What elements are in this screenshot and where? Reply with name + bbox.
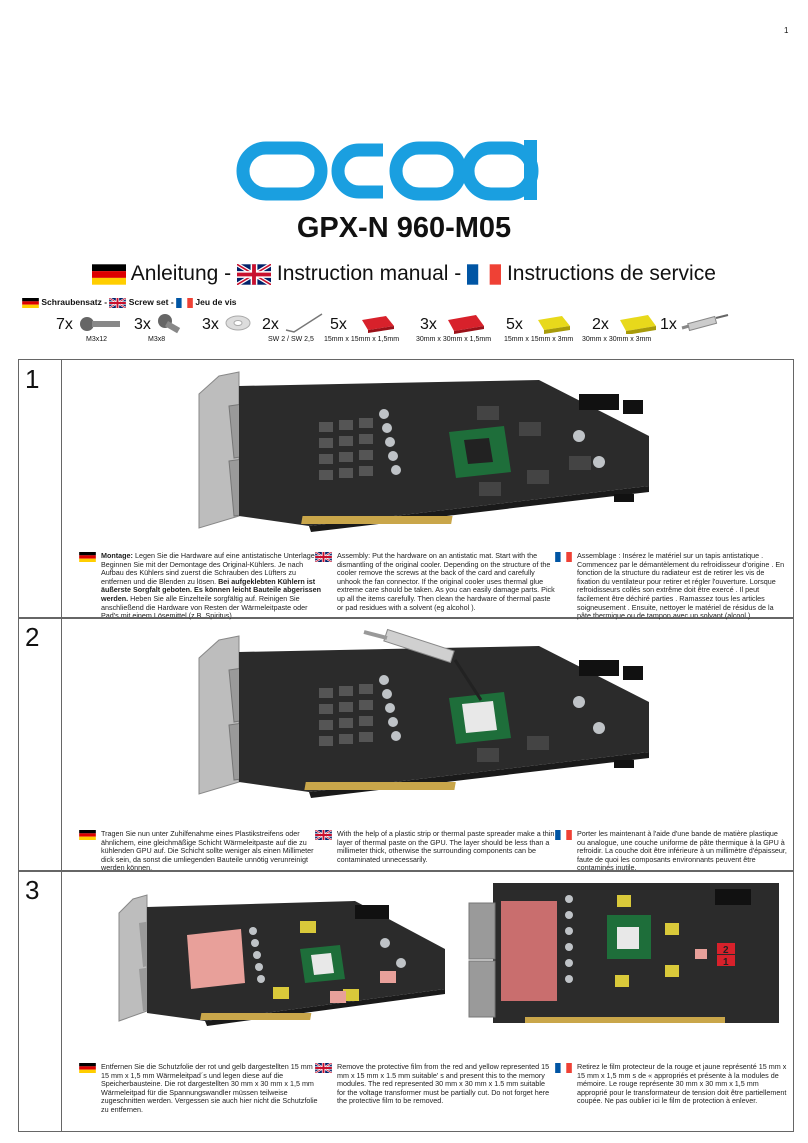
uk-flag-icon — [237, 264, 271, 285]
part-qty: 3x — [202, 316, 219, 333]
screw-short-icon — [158, 314, 181, 334]
part-item: 5x 15mm x 15mm x 3mm — [504, 308, 586, 348]
text-fr: Porter les maintenant à l'aide d'une ban… — [577, 829, 787, 873]
gpu-card-pads-illustration — [118, 894, 445, 1026]
uk-flag-icon — [109, 298, 126, 308]
red-pad-icon — [448, 315, 484, 334]
part-caption: 30mm x 30mm x 3mm — [582, 336, 652, 343]
part-qty: 2x — [592, 316, 609, 333]
step-number: 2 — [25, 622, 40, 652]
uk-flag-icon — [315, 830, 332, 840]
part-item: 3x 30mm x 30mm x 1,5mm — [416, 308, 510, 348]
screw-set-en: Screw set - — [128, 297, 174, 307]
french-flag-icon — [555, 552, 572, 562]
part-item: 2x SW 2 / SW 2,5 — [262, 308, 332, 348]
instructions-fr: Porter les maintenant à l'aide d'une ban… — [577, 829, 787, 873]
step-number-box: 2 — [19, 618, 62, 871]
step-number-box: 3 — [19, 871, 62, 1131]
text-de-rest: Heben Sie alle Einzelteile sorgfältig au… — [101, 593, 308, 621]
gpu-card-paste-illustration — [198, 628, 649, 798]
uk-flag-icon — [315, 552, 332, 562]
screw-long-icon — [80, 317, 120, 331]
part-item: 7x M3x12 — [56, 308, 126, 348]
gpu-card-illustration — [198, 371, 649, 532]
part-item: 2x 30mm x 30mm x 3mm — [582, 308, 672, 348]
instructions-fr: Assemblage : Insérez le matériel sur un … — [577, 551, 787, 621]
text-en: Assembly: Put the hardware on an antista… — [337, 551, 555, 612]
instructions-en: Remove the protective film from the red … — [337, 1062, 555, 1106]
french-flag-icon — [555, 830, 572, 840]
text-de: Tragen Sie nun unter Zuhilfenahme eines … — [101, 829, 314, 873]
instructions-de: Entfernen Sie die Schutzfolie der rot un… — [101, 1062, 323, 1115]
screw-set-heading: Schraubensatz - Screw set - Jeu de vis — [22, 297, 237, 308]
yellow-pad-icon — [620, 315, 656, 334]
german-flag-icon — [79, 1063, 96, 1073]
title-fr: Instructions de service — [506, 262, 716, 285]
hex-key-icon — [285, 313, 323, 333]
part-qty: 2x — [262, 316, 279, 333]
instructions-en: Assembly: Put the hardware on an antista… — [337, 551, 555, 612]
part-caption: 30mm x 30mm x 1,5mm — [416, 336, 492, 343]
uk-flag-icon — [315, 1063, 332, 1073]
step-number: 3 — [25, 875, 40, 905]
part-qty: 1x — [660, 316, 677, 333]
part-item: 5x 15mm x 15mm x 1,5mm — [324, 308, 410, 348]
part-qty: 5x — [330, 316, 347, 333]
washer-icon — [225, 315, 251, 331]
part-qty: 3x — [134, 316, 151, 333]
screw-set-fr: Jeu de vis — [195, 297, 237, 307]
instructions-de: Montage: Legen Sie die Hardware auf eine… — [101, 551, 323, 621]
page-number: 1 — [784, 26, 789, 35]
part-caption: 15mm x 15mm x 3mm — [504, 336, 574, 343]
text-de-bold: Montage: — [101, 551, 133, 560]
text-fr: Assemblage : Insérez le matériel sur un … — [577, 551, 785, 621]
title-en: Instruction manual - — [276, 262, 462, 285]
german-flag-icon — [79, 552, 96, 562]
german-flag-icon — [92, 264, 126, 285]
part-item: 3x — [202, 308, 262, 348]
brand-text: acool — [236, 136, 239, 137]
part-item: 1x — [660, 308, 750, 348]
text-de: Entfernen Sie die Schutzfolie der rot un… — [101, 1062, 319, 1114]
french-flag-icon — [176, 298, 193, 308]
german-flag-icon — [22, 298, 39, 308]
acool-logo: acool — [236, 136, 539, 201]
french-flag-icon — [555, 1063, 572, 1073]
part-qty: 3x — [420, 316, 437, 333]
instructions-fr: Retirez le film protecteur de la rouge e… — [577, 1062, 787, 1106]
part-caption: SW 2 / SW 2,5 — [268, 336, 314, 343]
part-qty: 7x — [56, 316, 73, 333]
title-de: Anleitung - — [130, 262, 232, 285]
german-flag-icon — [79, 830, 96, 840]
text-de: Legen Sie die Hardware auf eine antistat… — [101, 551, 317, 586]
marker-1: 1 — [723, 957, 729, 968]
part-item: 3x M3x8 — [134, 308, 194, 348]
syringe-icon — [681, 314, 729, 332]
text-de-warning: Bei aufgeklebten Kühlern ist äußerste So… — [101, 576, 322, 603]
part-caption: 15mm x 15mm x 1,5mm — [324, 336, 400, 343]
gpu-card-top-view-illustration: 2 1 — [468, 883, 779, 1023]
step-number-box: 1 — [19, 360, 62, 618]
instructions-en: With the help of a plastic strip or ther… — [337, 829, 555, 864]
part-qty: 5x — [506, 316, 523, 333]
red-pad-icon — [362, 316, 394, 333]
part-caption: M3x8 — [148, 336, 166, 343]
text-fr: Retirez le film protecteur de la rouge e… — [577, 1062, 787, 1106]
step-number: 1 — [25, 364, 40, 394]
step-1: 1 Montage: Legen Sie die Hardware auf ei… — [18, 359, 794, 621]
text-en: With the help of a plastic strip or ther… — [337, 829, 555, 864]
text-en: Remove the protective film from the red … — [337, 1062, 550, 1106]
parts-list: 7x M3x12 3x M3x8 3x 2x SW 2 / SW 2,5 5x … — [40, 308, 800, 348]
part-caption: M3x12 — [86, 336, 108, 343]
yellow-pad-icon — [538, 316, 570, 334]
step-3: 3 2 1 Entfernen Sie die — [18, 870, 794, 1132]
instructions-de: Tragen Sie nun unter Zuhilfenahme eines … — [101, 829, 323, 873]
marker-2: 2 — [723, 945, 729, 956]
manual-title: Anleitung - Instruction manual - Instruc… — [0, 262, 808, 286]
screw-set-de: Schraubensatz - — [41, 297, 108, 307]
step-2: 2 Tragen Sie nun unter Zuhilfenahme eine… — [18, 617, 794, 872]
french-flag-icon — [467, 264, 501, 285]
model-title: GPX-N 960-M05 — [296, 212, 512, 244]
